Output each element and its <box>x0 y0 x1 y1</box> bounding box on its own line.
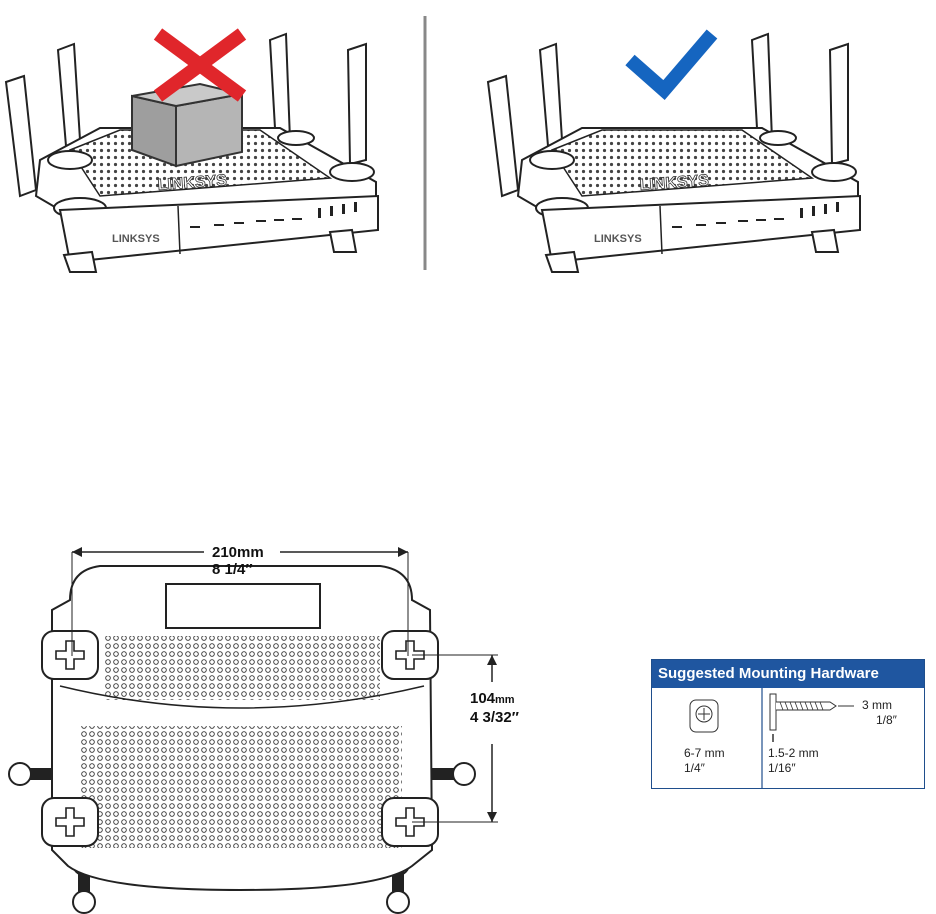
router-underside-illustration: 210mm 8 1/4″ 104mm 4 3/32″ <box>0 530 520 914</box>
router-with-box: LINKSYS LINKSYS <box>6 34 378 272</box>
lower-vents <box>80 726 402 848</box>
router-clear-top: LINKSYS LINKSYS <box>488 34 860 272</box>
width-mm-label: 210mm <box>212 544 264 561</box>
placement-illustration: LINKSYS LINKSYS LINKSYS LINKSYS <box>0 0 936 300</box>
screw-shaft-icon <box>770 694 854 742</box>
upper-vents <box>104 636 380 700</box>
thread-in-label: 1/8″ <box>876 713 897 728</box>
mounting-hardware-table: Suggested Mounting Hardware 6-7 mm 1/4″ … <box>651 659 925 789</box>
hardware-table-title: Suggested Mounting Hardware <box>652 660 924 688</box>
shaft-in-label: 1/16″ <box>768 761 796 776</box>
router-front-brand-right: LINKSYS <box>594 233 642 245</box>
screw-head-icon <box>690 700 718 732</box>
head-mm-label: 6-7 mm <box>684 746 725 761</box>
mounting-dimensions-diagram: 210mm 8 1/4″ 104mm 4 3/32″ <box>0 530 520 914</box>
placement-diagram: LINKSYS LINKSYS LINKSYS LINKSYS <box>0 0 936 300</box>
height-mm-label: 104mm <box>470 690 515 707</box>
label-recess <box>166 584 320 628</box>
height-in-label: 4 3/32″ <box>470 709 519 726</box>
width-in-label: 8 1/4″ <box>212 561 253 578</box>
correct-check-icon <box>630 34 712 90</box>
head-in-label: 1/4″ <box>684 761 705 776</box>
thread-mm-label: 3 mm <box>862 698 892 713</box>
box-on-router <box>132 84 242 166</box>
router-front-brand: LINKSYS <box>112 233 160 245</box>
shaft-mm-label: 1.5-2 mm <box>768 746 819 761</box>
